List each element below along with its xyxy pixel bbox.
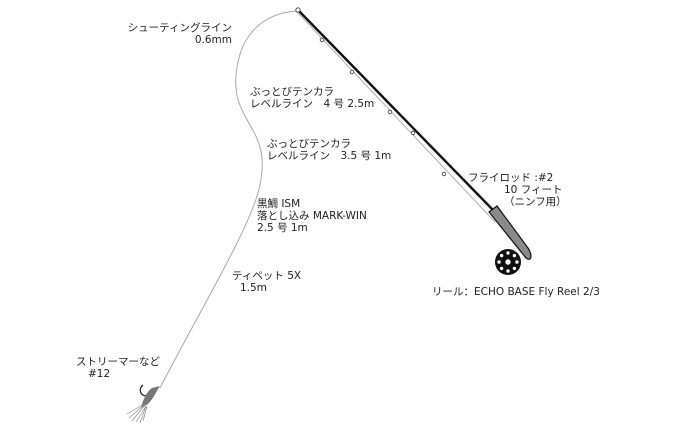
reel-label: リール：ECHO BASE Fly Reel 2/3 [432, 286, 600, 298]
harris-label: 黒鯛 ISM 落とし込み MARK-WIN 2.5 号 1m [257, 198, 367, 234]
fishing-line [159, 10, 299, 389]
tippet-spec: 1.5m [240, 282, 267, 294]
level-line-1-spec: レベルライン 4 号 2.5m [250, 98, 375, 110]
shooting-line-label: シューティングライン 0.6mm [112, 22, 232, 46]
reel-icon [495, 249, 521, 275]
rod-length: 10 フィート [504, 184, 563, 196]
reel-name: リール：ECHO BASE Fly Reel 2/3 [432, 286, 600, 298]
harris-spec: 2.5 号 1m [257, 222, 308, 234]
shooting-line-spec: 0.6mm [194, 34, 232, 46]
streamer-fly-icon [126, 384, 160, 424]
rod-blank-icon [297, 9, 494, 211]
level-line-2-spec: レベルライン 3.5 号 1m [267, 150, 392, 162]
harris-name: 黒鯛 ISM [257, 198, 301, 210]
level-line-2-label: ぶっとびテンカラ レベルライン 3.5 号 1m [267, 138, 391, 162]
level-line-2-name: ぶっとびテンカラ [267, 138, 351, 150]
rod-guides-icon [295, 7, 447, 177]
rod-name: フライロッド :#2 [468, 172, 554, 184]
fly-spec: #12 [88, 368, 111, 380]
level-line-1-label: ぶっとびテンカラ レベルライン 4 号 2.5m [250, 86, 374, 110]
rod-grip-icon [488, 205, 532, 260]
tippet-name: ティペット 5X [232, 270, 302, 282]
tippet-label: ティペット 5X 1.5m [232, 270, 301, 294]
fly-name: ストリーマーなど [76, 356, 160, 368]
level-line-1-name: ぶっとびテンカラ [250, 86, 334, 98]
rod-line-along [297, 12, 496, 223]
rod-type: （ニンフ用） [504, 196, 567, 208]
harris-product: 落とし込み MARK-WIN [257, 210, 367, 222]
shooting-line-name: シューティングライン [127, 22, 232, 34]
rod-label: フライロッド :#2 10 フィート （ニンフ用） [468, 172, 567, 208]
fly-label: ストリーマーなど #12 [76, 356, 160, 380]
